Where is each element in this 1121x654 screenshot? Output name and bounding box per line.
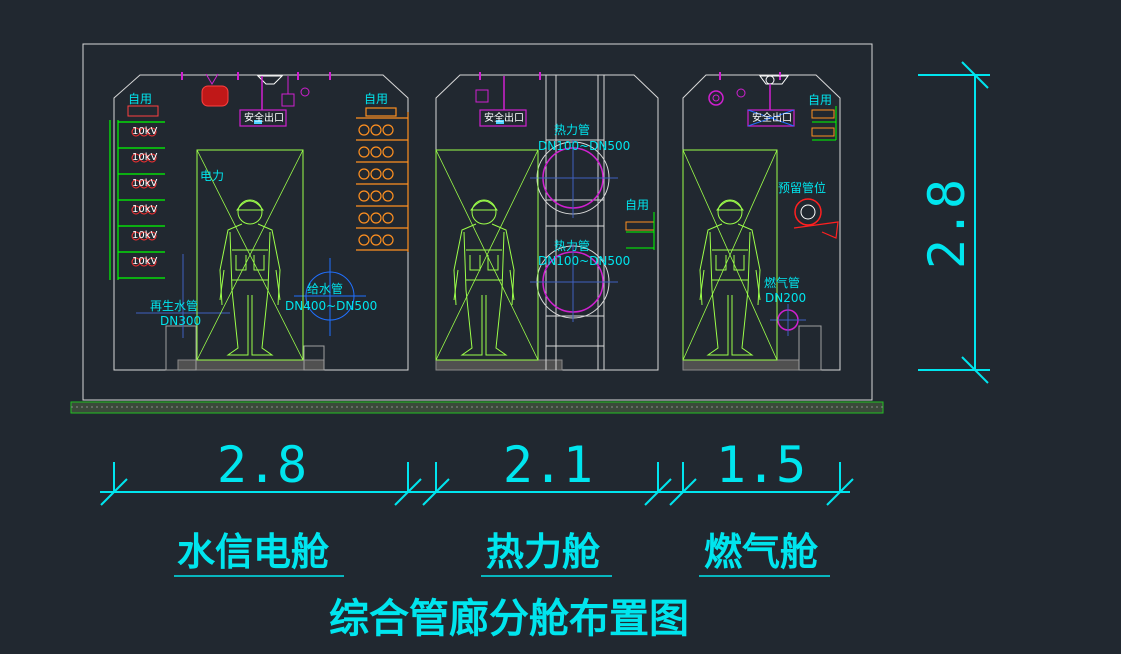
reclaimed-water-size: DN300 [160,314,201,328]
diagram-title: 综合管廊分舱布置图 [329,596,689,642]
compartment-heating [435,72,659,371]
width-label-right: 1.5 [716,436,806,494]
reclaimed-water-label: 再生水管 [150,298,198,313]
cable-label-6: 10kV [132,256,158,267]
caption-water-telecom-power: 水信电舱 [177,530,329,574]
caption-heating: 热力舱 [486,530,600,574]
spare-label-left-2: 自用 [364,92,388,106]
height-label: 2.8 [918,179,976,269]
caption-gas: 燃气舱 [704,530,818,574]
cable-label-4: 10kV [132,204,158,215]
outer-frame [82,43,873,401]
cable-label-2: 10kV [132,152,158,163]
spare-label-right: 自用 [808,93,832,107]
heat-pipe-size-1: DN100~DN500 [538,139,630,153]
exit-sign-left: 安全出口 [244,111,284,124]
water-supply-size: DN400~DN500 [285,299,377,313]
width-dimension-line [100,462,854,506]
heat-pipe-size-2: DN100~DN500 [538,254,630,268]
cable-label-3: 10kV [132,178,158,189]
heat-pipe-label-2: 热力管 [554,238,590,253]
cable-rack-left [109,120,165,280]
water-supply-label: 给水管 [307,281,343,296]
reserved-position-label: 预留管位 [778,180,826,195]
gas-pipe-size: DN200 [765,291,806,305]
compartment-gas [682,72,841,371]
power-label: 电力 [200,169,224,183]
alarm-icon [201,73,229,107]
spare-label-left: 自用 [128,92,152,106]
width-label-middle: 2.1 [503,436,593,494]
cable-label-1: 10kV [132,126,158,137]
cable-label-5: 10kV [132,230,158,241]
heat-pipe-label-1: 热力管 [554,122,590,137]
exit-sign-middle: 安全出口 [484,111,524,124]
spare-label-middle: 自用 [625,198,649,212]
gas-pipe-label: 燃气管 [764,275,800,290]
width-label-left: 2.8 [217,436,307,494]
cable-rack-right [356,107,409,252]
exit-sign-right: 安全出口 [752,111,792,124]
compartment-water-telecom-power [109,72,409,371]
height-dimension [918,61,990,384]
